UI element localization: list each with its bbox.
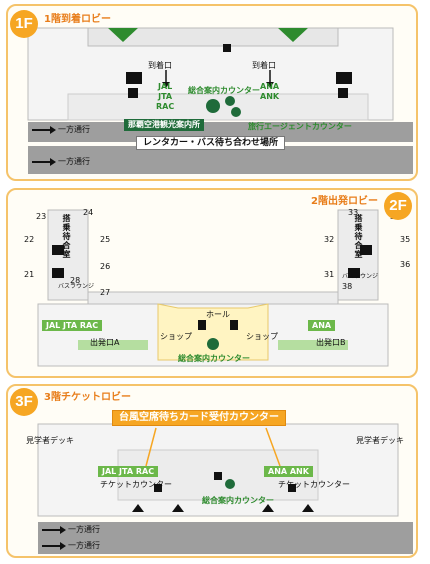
gate-22: 22 — [24, 235, 35, 244]
meeting-area-box: レンタカー・バス待ち合わせ場所 — [136, 136, 286, 150]
floor1-plan — [27, 27, 413, 174]
info-counter-3f: 総合案内カウンター — [202, 496, 274, 505]
elevator-icon — [214, 472, 222, 480]
arrow-right-icon — [32, 125, 56, 134]
hall-area — [157, 303, 269, 361]
one-way-3f-2: 一方通行 — [42, 540, 100, 551]
floor3-title: 3階チケットロビー — [44, 392, 131, 403]
gate-38: 38 — [342, 282, 353, 291]
floor1-badge: 1F — [10, 10, 38, 38]
arrow-right-icon — [42, 541, 66, 550]
floor2-title: 2階出発ロビー — [311, 196, 378, 207]
gate-36: 36 — [400, 260, 411, 269]
right-counter — [278, 340, 348, 350]
floor3-badge: 3F — [10, 388, 38, 416]
bus-lounge-left: バスラウンジ — [58, 283, 95, 290]
gate-35: 35 — [400, 235, 411, 244]
gate-23: 23 — [36, 212, 47, 221]
floor1-marker-right — [278, 28, 308, 42]
waiting-room-right: 搭乗待合室 — [354, 214, 363, 259]
gate-31: 31 — [324, 270, 335, 279]
floor1-info-circle-2 — [225, 96, 235, 106]
restroom-icon — [126, 72, 352, 84]
escalator-icon — [128, 88, 348, 98]
floor1-road-2 — [28, 146, 413, 174]
gate-28: 28 — [70, 276, 81, 285]
airlines-right-2f: ANA — [308, 320, 336, 331]
airlines-right-3f: ANA ANK — [264, 466, 313, 477]
gate-24: 24 — [83, 208, 94, 217]
ticket-counter-right: チケットカウンター — [278, 480, 350, 489]
escalator-icon — [154, 484, 296, 492]
tourist-info-box: 那覇空港観光案内所 — [124, 119, 204, 131]
airlines-left-1f: JAL JTA RAC — [156, 82, 175, 111]
floor1-info-circle-3 — [231, 107, 241, 117]
arrow-right-icon — [42, 525, 66, 534]
travel-agent-counter: 旅行エージェントカウンター — [248, 122, 352, 131]
floor1-marker-left — [108, 28, 138, 42]
info-circle-2f — [207, 338, 219, 350]
floor1-panel: 1F 1階到着ロビー 到着口 到着口 JAL — [6, 4, 418, 181]
pointer-left — [145, 427, 157, 467]
left-counter — [78, 340, 148, 350]
airlines-right-1f: ANA ANK — [260, 82, 280, 101]
one-way-1f-1: 一方通行 — [32, 124, 90, 135]
waiting-room-left: 搭乗待合室 — [62, 214, 71, 259]
floor1-title: 1階到着ロビー — [44, 14, 111, 25]
road-3f — [38, 522, 413, 554]
escalator-icon — [198, 320, 238, 330]
floor3-plan — [37, 423, 413, 554]
arrow-down-icon — [266, 82, 274, 88]
gate-26: 26 — [100, 262, 111, 271]
floor1-info-circle-1 — [206, 99, 220, 113]
gate-27: 27 — [100, 288, 111, 297]
airlines-left-3f: JAL JTA RAC — [98, 466, 159, 477]
info-circle-3f — [225, 479, 235, 489]
typhoon-counter-box: 台風空席待ちカード受付カウンター — [112, 410, 286, 426]
shop-left: ショップ — [160, 332, 192, 341]
arrival-gate-right: 到着口 — [252, 61, 276, 70]
elevator-icon — [223, 44, 231, 52]
info-counter-2f: 総合案内カウンター — [178, 354, 250, 363]
floor3-panel: 3F 3階チケットロビー 台風空席待ちカード受付カウンター 見学者デッキ 見学者… — [6, 384, 418, 558]
gate-33: 33 — [348, 208, 359, 217]
restroom-icon — [52, 245, 372, 278]
arrow-down-icon — [162, 82, 170, 88]
bus-lounge-right: バスラウンジ — [342, 273, 379, 280]
floor2-plan — [37, 209, 389, 367]
observation-deck-right: 見学者デッキ — [356, 436, 404, 445]
hall-label: ホール — [206, 310, 230, 319]
gate-25: 25 — [100, 235, 111, 244]
gate-32: 32 — [324, 235, 335, 244]
shop-right: ショップ — [246, 332, 278, 341]
arrow-right-icon — [32, 157, 56, 166]
floor1-upper-gates — [87, 27, 339, 47]
airlines-left-2f: JAL JTA RAC — [42, 320, 103, 331]
ticket-counter-left: チケットカウンター — [100, 480, 172, 489]
floor2-panel: 2F 2階出発ロビー 23 24 22 25 21 26 28 — [6, 188, 418, 378]
observation-deck-left: 見学者デッキ — [26, 436, 74, 445]
one-way-1f-2: 一方通行 — [32, 156, 90, 167]
arrival-gate-left: 到着口 — [148, 61, 172, 70]
departure-b: 出発口B — [316, 338, 346, 347]
concourse — [87, 291, 339, 305]
one-way-3f-1: 一方通行 — [42, 524, 100, 535]
gate-21: 21 — [24, 270, 35, 279]
pointer-right — [265, 427, 281, 467]
departure-a: 出発口A — [90, 338, 120, 347]
floor2-badge: 2F — [384, 192, 412, 220]
entrance-markers — [132, 504, 314, 512]
info-counter-1f: 総合案内カウンター — [188, 86, 260, 95]
